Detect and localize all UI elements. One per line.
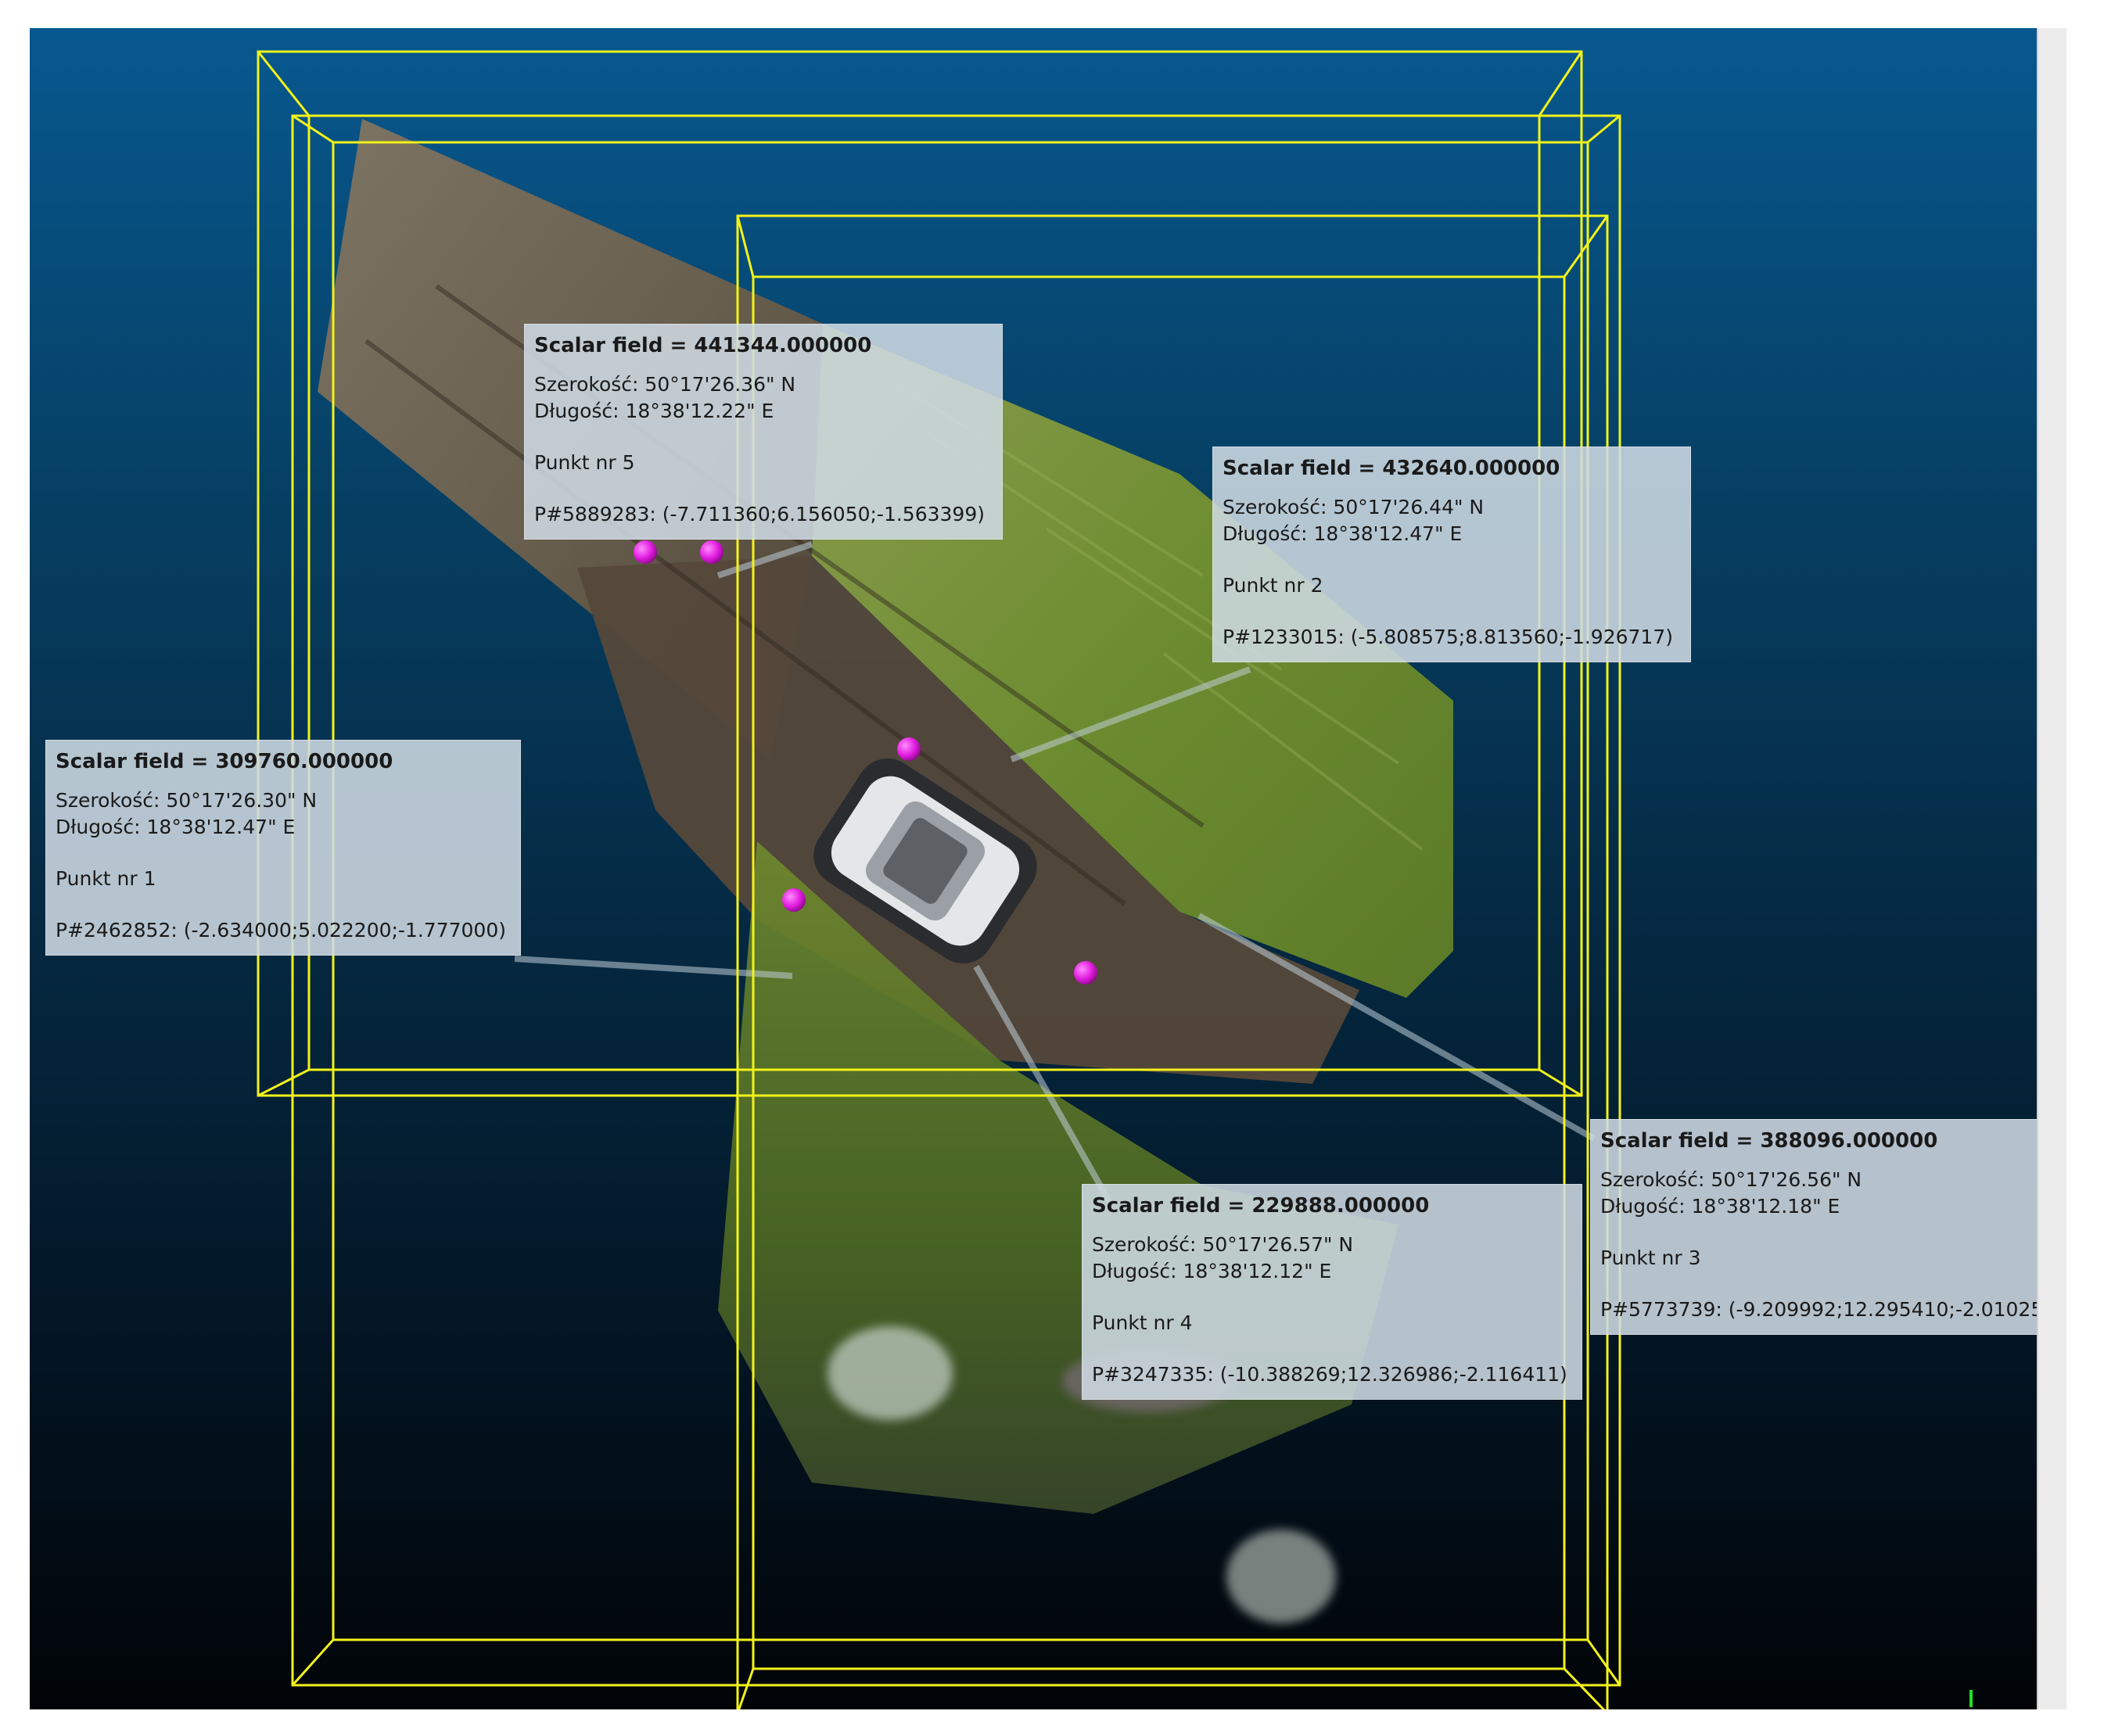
label-point-name: Punkt nr 4	[1092, 1311, 1193, 1334]
label-title: Scalar field = 432640.000000	[1223, 457, 1560, 480]
label-title: Scalar field = 441344.000000	[534, 334, 872, 357]
label-longitude: Długość: 18°38'12.22" E	[534, 400, 774, 422]
picked-point-5b[interactable]	[700, 540, 723, 564]
label-point-name: Punkt nr 2	[1223, 574, 1323, 597]
label-latitude: Szerokość: 50°17'26.44" N	[1223, 496, 1485, 518]
label-longitude: Długość: 18°38'12.47" E	[1223, 522, 1463, 545]
picked-point-5a[interactable]	[634, 540, 657, 564]
label-latitude: Szerokość: 50°17'26.30" N	[56, 789, 318, 812]
axis-indicator	[1969, 1690, 1973, 1707]
label-coords: P#5773739: (-9.209992;12.295410;-2.01025…	[1600, 1298, 2037, 1321]
vertical-scrollbar[interactable]	[2037, 28, 2066, 1709]
label-coords: P#1233015: (-5.808575;8.813560;-1.926717…	[1223, 626, 1673, 648]
label-latitude: Szerokość: 50°17'26.56" N	[1600, 1168, 1862, 1191]
label-point-name: Punkt nr 1	[56, 867, 156, 890]
label-title: Scalar field = 309760.000000	[56, 750, 393, 773]
point-label-4[interactable]: Scalar field = 229888.000000 Szerokość: …	[1082, 1184, 1582, 1400]
label-point-name: Punkt nr 5	[534, 451, 635, 474]
label-longitude: Długość: 18°38'12.12" E	[1092, 1260, 1332, 1282]
car-model	[813, 759, 1037, 963]
label-coords: P#5889283: (-7.711360;6.156050;-1.563399…	[534, 503, 985, 525]
3d-viewport[interactable]: Scalar field = 441344.000000 Szerokość: …	[30, 28, 2037, 1709]
label-longitude: Długość: 18°38'12.47" E	[56, 816, 296, 838]
picked-points	[634, 540, 1097, 985]
picked-point-1[interactable]	[782, 888, 806, 912]
picked-point-4[interactable]	[1074, 961, 1097, 985]
label-coords: P#2462852: (-2.634000;5.022200;-1.777000…	[56, 919, 506, 942]
label-longitude: Długość: 18°38'12.18" E	[1600, 1195, 1840, 1218]
label-title: Scalar field = 388096.000000	[1600, 1129, 1938, 1153]
point-label-3[interactable]: Scalar field = 388096.000000 Szerokość: …	[1590, 1119, 2037, 1335]
label-coords: P#3247335: (-10.388269;12.326986;-2.1164…	[1092, 1363, 1567, 1386]
label-point-name: Punkt nr 3	[1600, 1246, 1701, 1269]
point-label-2[interactable]: Scalar field = 432640.000000 Szerokość: …	[1212, 447, 1691, 662]
label-title: Scalar field = 229888.000000	[1092, 1194, 1430, 1218]
point-label-5[interactable]: Scalar field = 441344.000000 Szerokość: …	[524, 324, 1003, 540]
point-label-1[interactable]: Scalar field = 309760.000000 Szerokość: …	[45, 740, 521, 956]
picked-point-2[interactable]	[897, 737, 921, 761]
label-latitude: Szerokość: 50°17'26.57" N	[1092, 1233, 1354, 1256]
label-latitude: Szerokość: 50°17'26.36" N	[534, 373, 796, 396]
label-leader-lines	[514, 541, 1596, 1203]
